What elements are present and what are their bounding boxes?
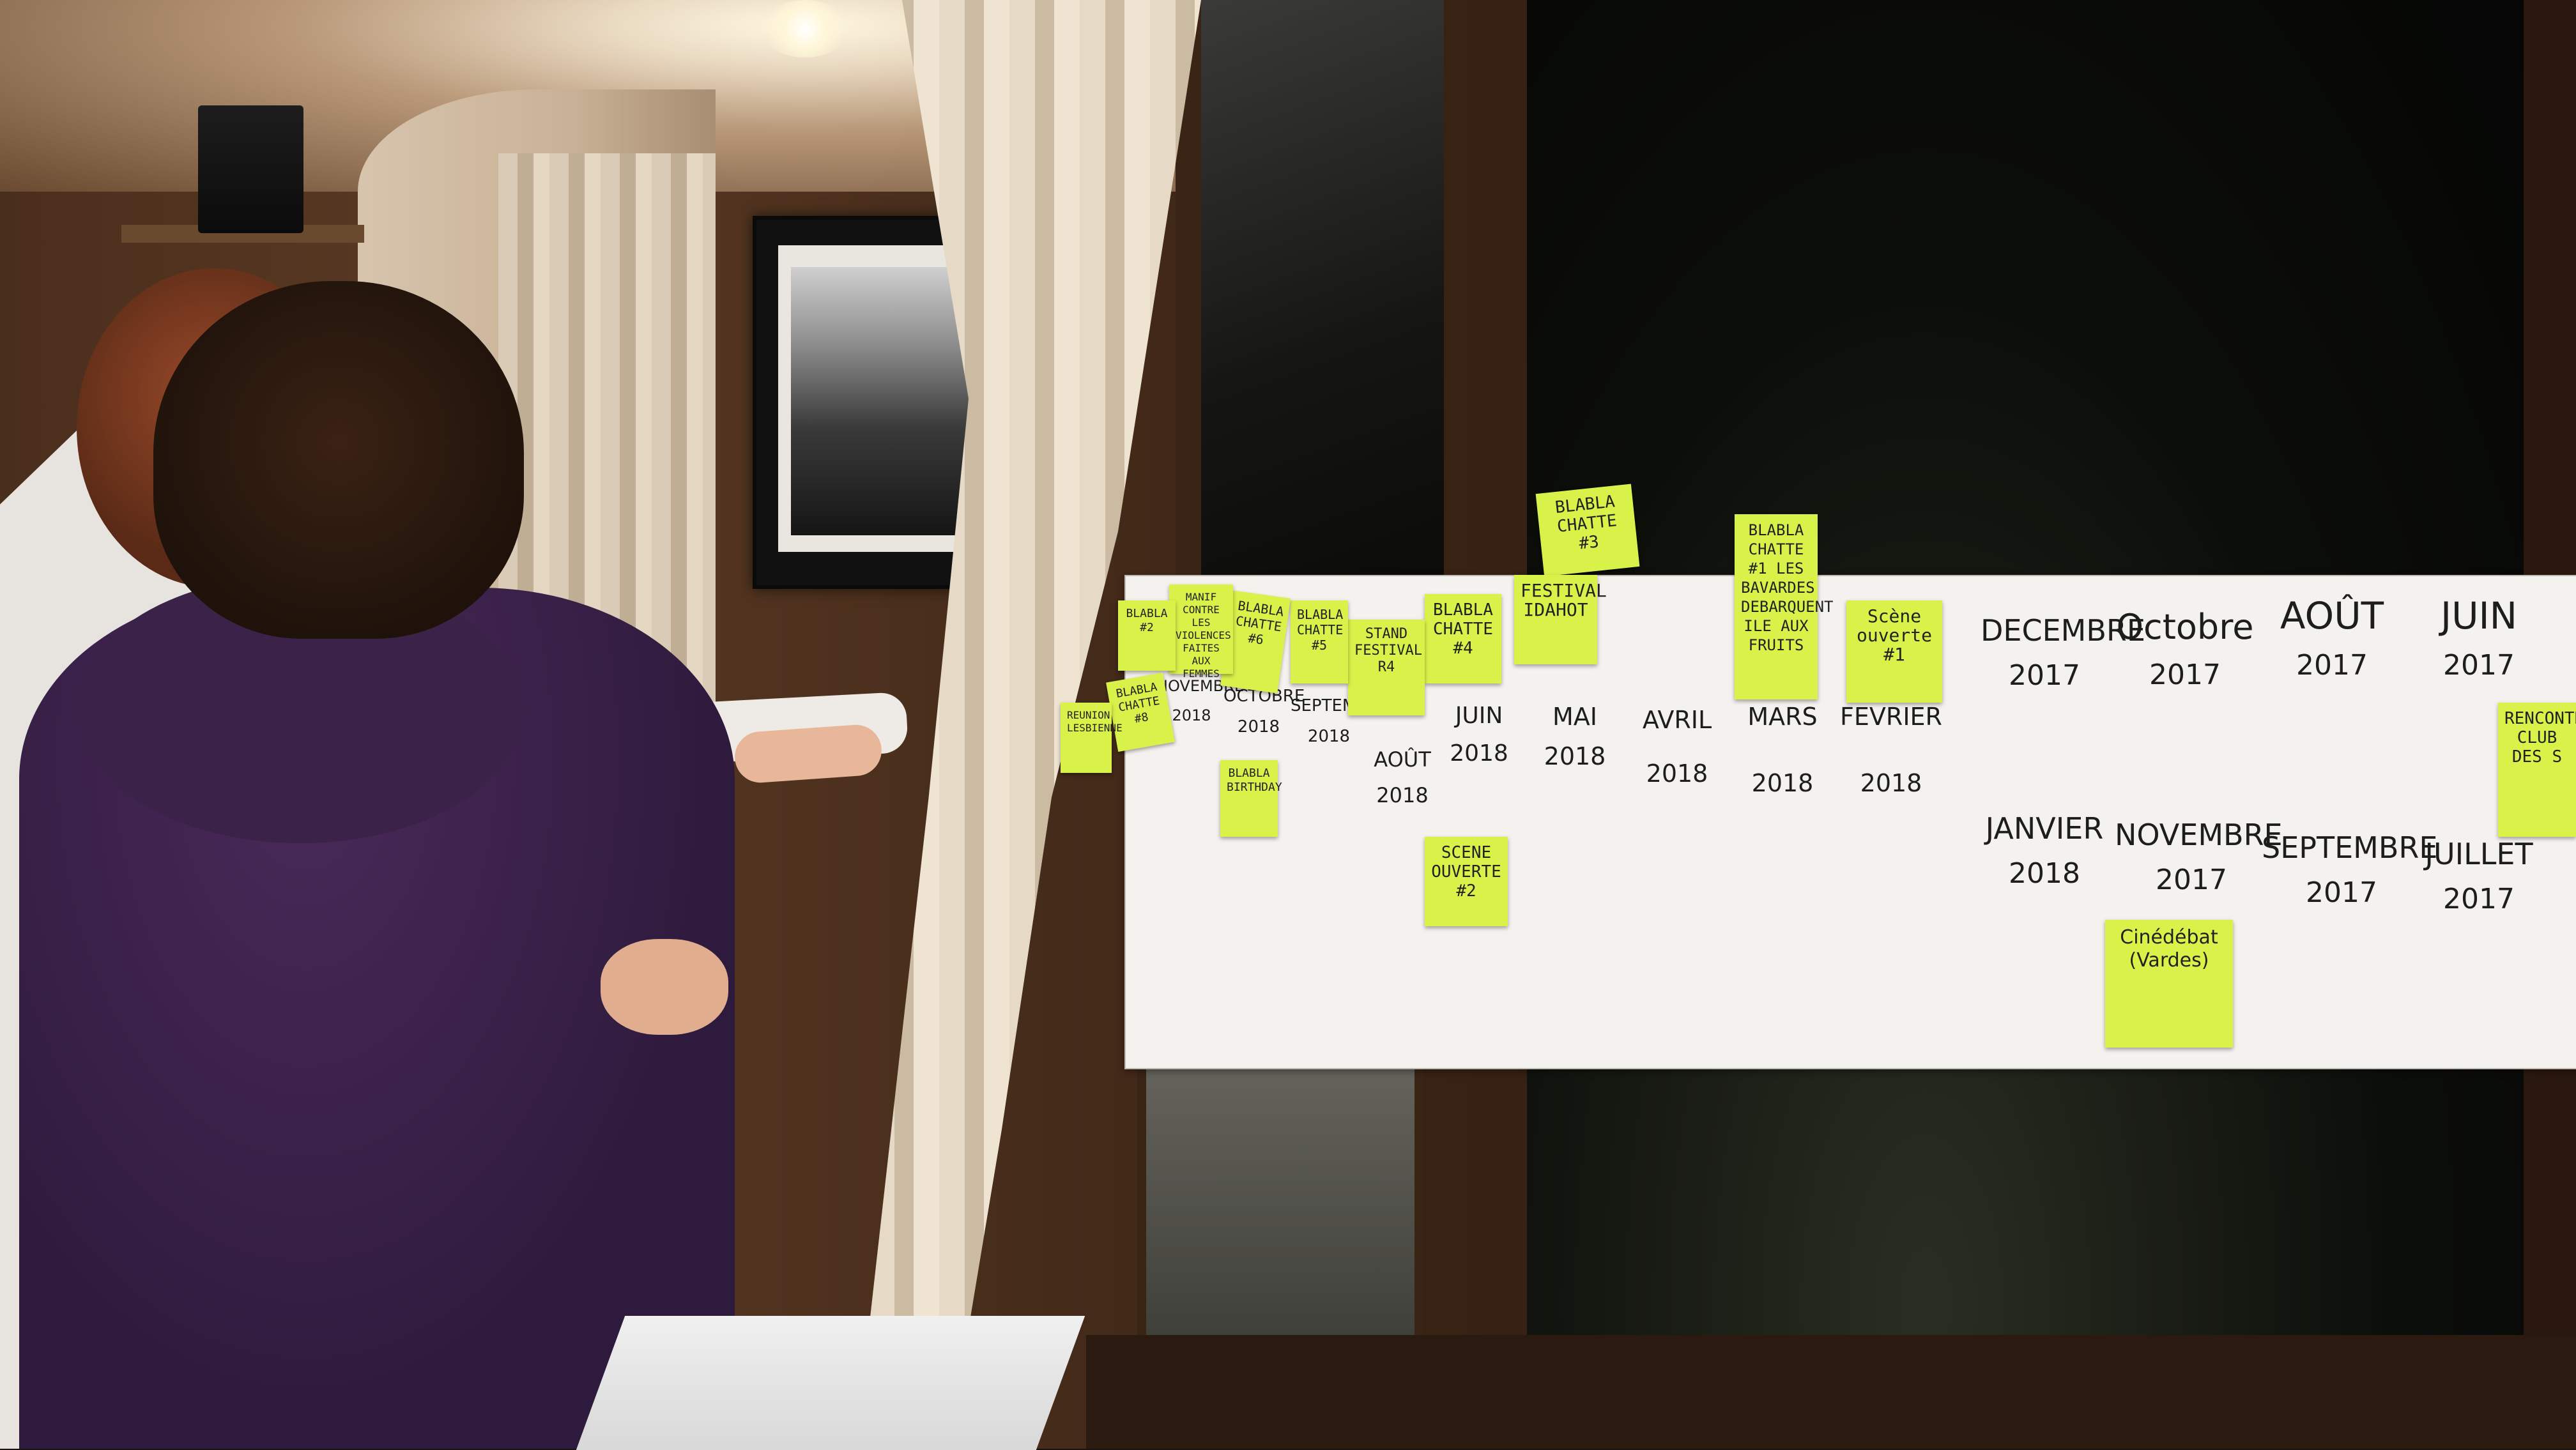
note-rencontre-club: RENCONTRE CLUB DES S — [2498, 703, 2576, 837]
front-hand — [601, 939, 728, 1035]
ceiling-lamp — [760, 0, 850, 57]
note-scene-ouverte-1: Scène ouverte #1 — [1846, 600, 1942, 703]
note-cinedebat: Cinédébat (Vardes) — [2105, 920, 2233, 1048]
note-blabla-chatte-5: BLABLA CHATTE #5 — [1291, 600, 1348, 683]
note-blabla-birthday: BLABLA BIRTHDAY — [1220, 760, 1282, 837]
note-scene-ouverte-2: SCENE OUVERTE #2 — [1425, 837, 1508, 926]
note-blabla-chatte-3: BLABLA CHATTE #3 — [1535, 484, 1640, 577]
note-festival-idahot: FESTIVAL IDAHOT — [1514, 575, 1607, 664]
framed-photo — [791, 267, 975, 535]
pointing-hand — [733, 723, 884, 784]
papers-on-table — [576, 1316, 1085, 1450]
window-sill — [1086, 1335, 2576, 1449]
note-manif: MANIF CONTRE LES VIOLENCES FAITES AUX FE… — [1169, 584, 1233, 680]
note-blabla-2: BLABLA #2 — [1118, 600, 1176, 671]
note-stand-festival: STAND FESTIVAL R4 — [1348, 620, 1425, 715]
note-blabla-chatte-1: BLABLA CHATTE #1 LES BAVARDES DEBARQUENT… — [1735, 514, 1834, 699]
window-glass-left — [1201, 0, 1444, 575]
note-reunion-lesbienne: REUNION LESBIENNE — [1061, 703, 1123, 773]
note-blabla-chatte-4: BLABLA CHATTE #4 — [1425, 594, 1501, 683]
note-blabla-chatte-8: BLABLA CHATTE #8 — [1106, 673, 1175, 752]
speaker — [198, 105, 303, 233]
person-dark-hair — [153, 281, 524, 639]
